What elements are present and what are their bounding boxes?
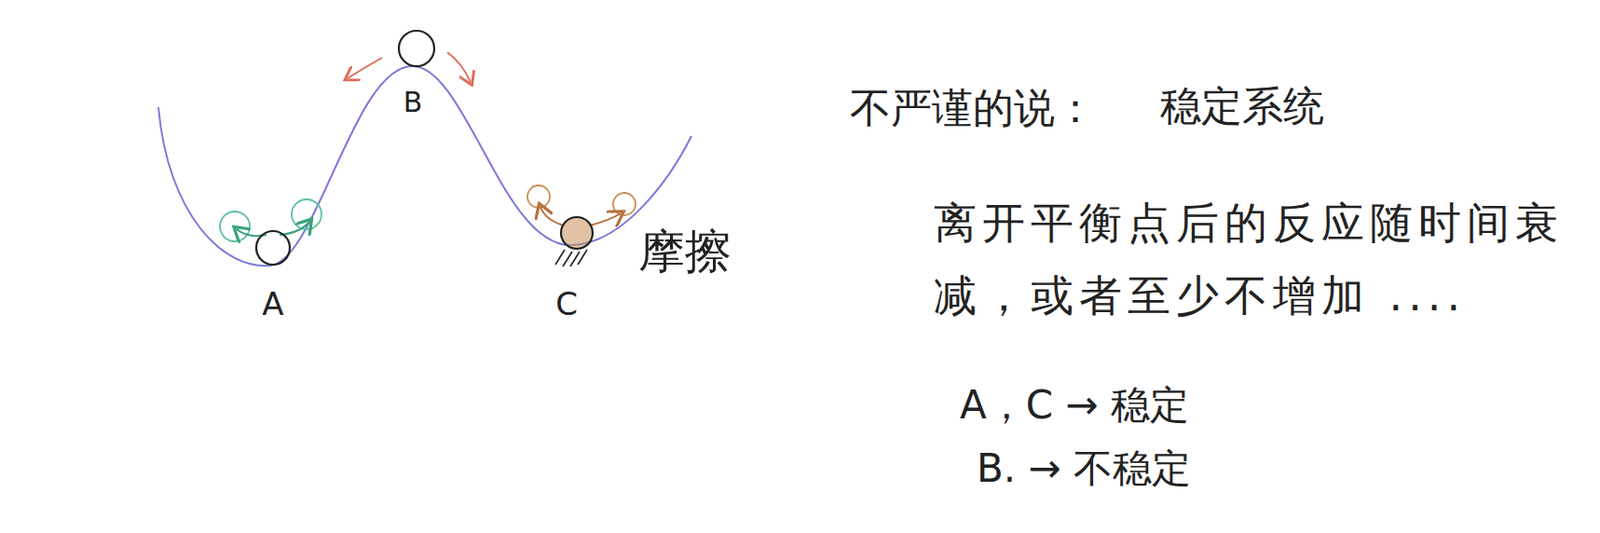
ghost-ball [613, 192, 636, 216]
result-line: A，C → 稳定 [959, 382, 1190, 429]
definition-text: 离开平衡点后的反应随时间衰减，或者至少不增加 .... [933, 186, 1577, 332]
orange-arrow [589, 213, 621, 226]
point-label: A [261, 285, 284, 324]
orange-arrow [540, 206, 564, 226]
ghost-ball [527, 185, 550, 208]
red-arrow [347, 57, 383, 79]
friction-note: 摩擦 [638, 223, 732, 280]
result-line: B. → 不稳定 [976, 445, 1191, 493]
ball [398, 30, 435, 67]
friction-hatch [555, 249, 588, 267]
heading: 不严谨的说： [849, 83, 1096, 134]
red-arrow [447, 52, 471, 83]
green-arrow [279, 221, 310, 235]
point-label: C [555, 285, 578, 324]
point-label: B [403, 85, 424, 120]
potential-curve [158, 66, 692, 266]
ball [560, 217, 593, 249]
heading: 稳定系统 [1160, 82, 1325, 132]
ghost-ball [219, 211, 250, 242]
ball [256, 231, 290, 265]
